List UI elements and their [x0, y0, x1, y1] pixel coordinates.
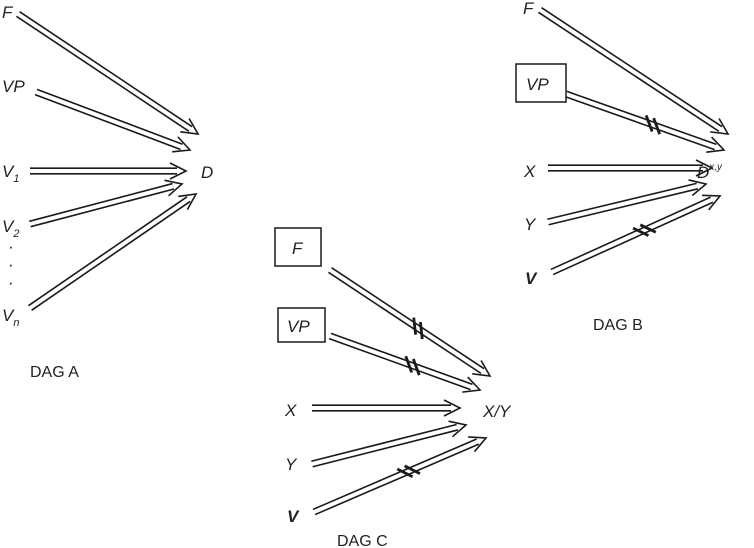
- dag-b-node-y: Y: [524, 215, 537, 234]
- dag-a-arrow-f-d: [16, 11, 200, 135]
- dag-b-node-vp: VP: [526, 75, 549, 94]
- dag-b-arrow-y-d: [547, 179, 708, 226]
- dag-c-node-xy: X/Y: [482, 402, 512, 421]
- dag-b-node-d: Dx,y: [697, 162, 723, 182]
- dag-a-node-f: F: [2, 3, 14, 22]
- dag-b-caption: DAG B: [593, 317, 643, 334]
- dag-a-caption: DAG A: [30, 364, 79, 381]
- dag-c-f-box: [274, 227, 322, 267]
- dag-b: F VP X Y V Dx,y DAG B: [515, 0, 723, 334]
- dag-c-node-y: Y: [285, 455, 298, 474]
- dag-c-caption: DAG C: [337, 533, 388, 548]
- dag-c-arrow-vp-xy: [328, 332, 482, 393]
- dag-c-node-x: X: [284, 401, 297, 420]
- dag-b-node-v: V: [525, 269, 538, 288]
- dag-a-node-vp: VP: [2, 77, 25, 96]
- dag-c-vp-box: [277, 307, 326, 343]
- dag-b-arrow-f-d: [538, 6, 730, 135]
- dag-c-node-f: F: [292, 239, 304, 258]
- dag-a-node-vn: Vn: [2, 306, 19, 329]
- dag-b-arrow-x-d: [548, 159, 714, 177]
- dag-c-arrow-x-xy: [312, 399, 462, 417]
- dag-a-arrow-v1-d: [30, 162, 188, 180]
- dag-c: F VP X Y V X/Y DAG C: [274, 227, 512, 548]
- dag-c-arrow-v-xy: [312, 436, 488, 516]
- dag-c-node-vp: VP: [287, 317, 310, 336]
- dag-a-node-v1: V1: [2, 162, 19, 185]
- dag-a-arrow-v2-d: [29, 179, 184, 228]
- dag-c-arrow-vp-xy-blocked-mark: [404, 355, 421, 376]
- dag-b-arrow-v-d-blocked-mark: [632, 223, 657, 237]
- dag-b-node-f: F: [523, 0, 535, 18]
- svg-text:·: ·: [8, 273, 14, 292]
- arrows-layer: [16, 6, 730, 516]
- dag-a-arrow-vp-d: [34, 88, 192, 153]
- svg-text:·: ·: [8, 237, 14, 256]
- dag-a-arrow-vn-d: [27, 192, 198, 311]
- dag-c-arrow-v-xy-blocked-mark: [396, 464, 421, 479]
- dag-c-arrow-f-xy: [328, 266, 492, 377]
- dag-c-node-v: V: [287, 507, 300, 526]
- dag-b-arrow-vp-d-blocked-mark: [644, 114, 661, 135]
- svg-text:·: ·: [8, 255, 14, 274]
- dag-c-arrow-y-xy: [311, 420, 468, 468]
- dag-a-node-d: D: [201, 163, 213, 182]
- dag-a: F VP V1 V2 · · · Vn D DAG A: [2, 3, 213, 381]
- dag-b-vp-box: [515, 63, 567, 103]
- blocked-path-marks: [396, 114, 661, 479]
- dag-c-arrow-f-xy-blocked-mark: [412, 317, 424, 340]
- dag-a-ellipsis: · · ·: [8, 237, 14, 292]
- dag-a-node-v2: V2: [2, 217, 19, 240]
- dag-b-arrow-v-d: [550, 194, 722, 276]
- dag-b-node-x: X: [523, 162, 536, 181]
- dag-b-arrow-vp-d: [564, 90, 726, 153]
